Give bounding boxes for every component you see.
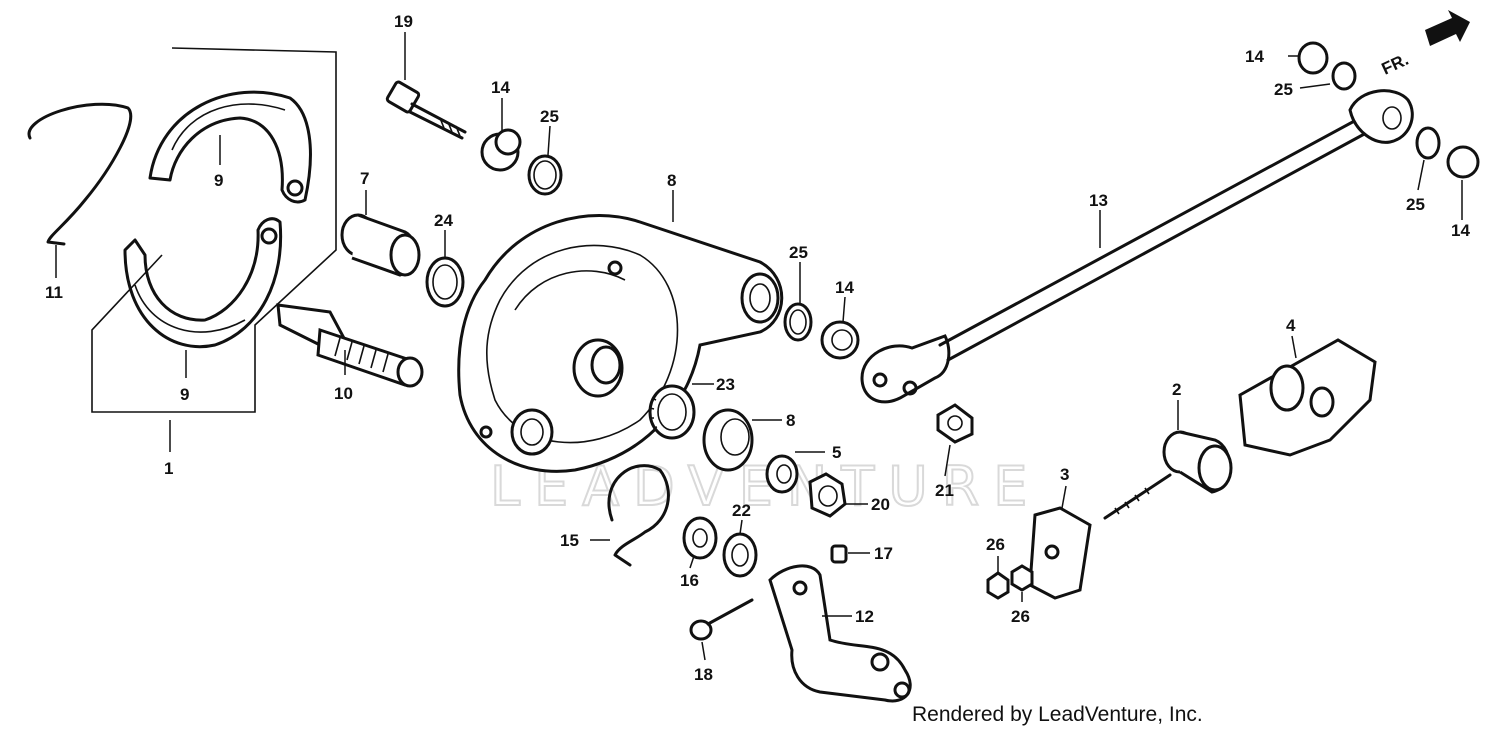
bolt-18 (689, 598, 754, 641)
torque-arm-12 (768, 564, 912, 703)
callout-15: 15 (560, 531, 579, 550)
callout-26-right: 26 (1011, 607, 1030, 626)
callout-25-top-right: 25 (1274, 80, 1293, 99)
callout-3: 3 (1060, 465, 1069, 484)
callout-4: 4 (1286, 316, 1296, 335)
callout-24: 24 (434, 211, 453, 230)
callout-19: 19 (394, 12, 413, 31)
callout-17: 17 (874, 544, 893, 563)
callout-26-left: 26 (986, 535, 1005, 554)
callout-1: 1 (164, 459, 173, 478)
nut-21 (936, 403, 974, 444)
callout-14-right: 14 (1451, 221, 1470, 240)
brake-panel-8 (457, 214, 784, 473)
callout-9-upper: 9 (214, 171, 223, 190)
brake-shoe-group-outline (91, 47, 337, 413)
bearing-23 (648, 384, 696, 440)
washer-16 (682, 516, 718, 560)
collar-14-right (1446, 145, 1480, 179)
brake-rod-13 (860, 89, 1414, 404)
collar-14-top (480, 128, 522, 172)
front-direction-arrow: FR. (1379, 10, 1470, 79)
collar-14-mid (820, 320, 860, 360)
callout-23: 23 (716, 375, 735, 394)
washer-5 (765, 454, 799, 494)
nut-26-left (986, 571, 1010, 600)
bolt-19 (385, 80, 467, 140)
washer-22 (722, 532, 758, 578)
spring-15 (607, 464, 670, 567)
washer-24 (425, 256, 465, 308)
oring-25-mid (783, 302, 813, 342)
callout-labels: 1 2 3 4 5 7 8 8 9 9 10 11 12 13 14 14 14… (45, 12, 1470, 684)
callout-5: 5 (832, 443, 841, 462)
callout-8-seal: 8 (786, 411, 795, 430)
oring-25-top (527, 154, 563, 196)
callout-25-top: 25 (540, 107, 559, 126)
callout-2: 2 (1172, 380, 1181, 399)
callout-22: 22 (732, 501, 751, 520)
oring-25-top-right (1331, 61, 1357, 91)
callout-20: 20 (871, 495, 890, 514)
callout-10: 10 (334, 384, 353, 403)
leader-lines (55, 32, 1463, 661)
collar-14-top-right (1297, 41, 1329, 75)
cover-4 (1238, 338, 1377, 457)
oring-25-right (1415, 126, 1441, 160)
callout-18: 18 (694, 665, 713, 684)
callout-14-top: 14 (491, 78, 510, 97)
callout-14-top-right: 14 (1245, 47, 1264, 66)
callout-25-mid: 25 (789, 243, 808, 262)
callout-7: 7 (360, 169, 369, 188)
callout-25-right: 25 (1406, 195, 1425, 214)
callout-12: 12 (855, 607, 874, 626)
adjuster-bolt-2 (1103, 430, 1233, 520)
brake-shoe-upper (148, 90, 312, 204)
brake-cam-10 (276, 303, 424, 388)
bolt-17 (830, 544, 848, 564)
callout-8-panel: 8 (667, 171, 676, 190)
callout-11: 11 (45, 283, 63, 302)
callout-16: 16 (680, 571, 699, 590)
callout-9-lower: 9 (180, 385, 189, 404)
front-direction-label: FR. (1379, 50, 1412, 79)
credit-text: Rendered by LeadVenture, Inc. (912, 703, 1203, 726)
callout-14-mid: 14 (835, 278, 854, 297)
brake-spring-11 (27, 102, 133, 246)
brake-shoe-lower (123, 217, 283, 349)
seal-8 (702, 408, 754, 472)
callout-13: 13 (1089, 191, 1108, 210)
collar-7 (340, 213, 421, 277)
nut-26-right (1010, 564, 1034, 592)
plate-3 (1028, 506, 1092, 600)
callout-21: 21 (935, 481, 954, 500)
